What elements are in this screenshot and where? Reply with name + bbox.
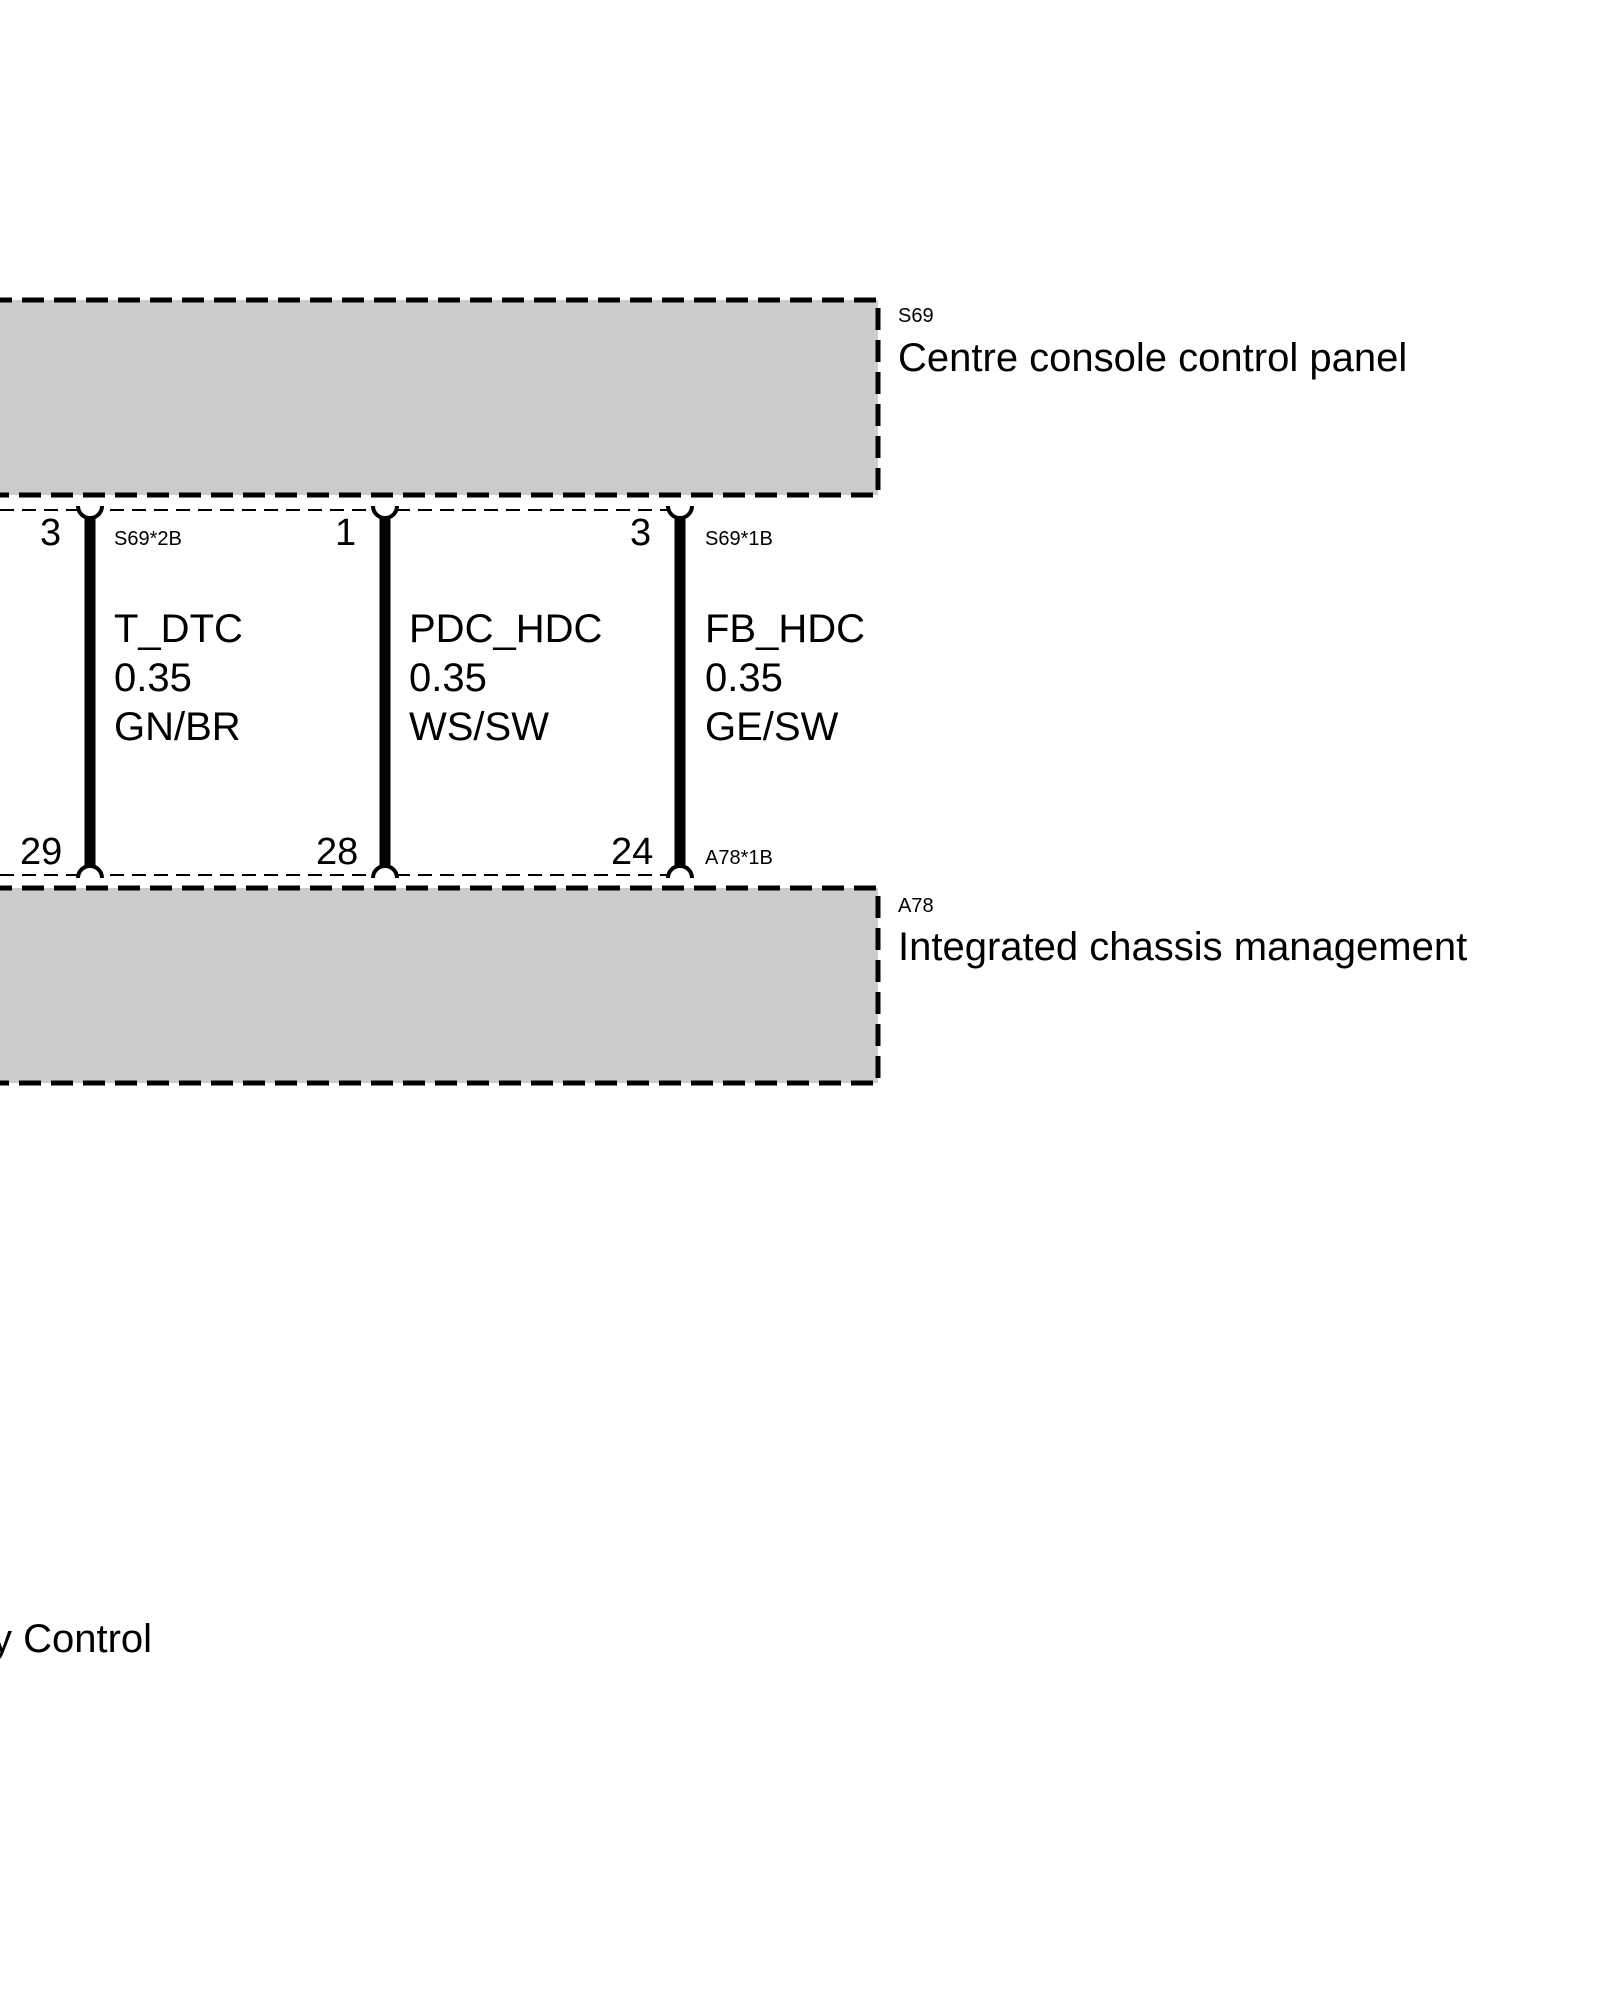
connector-s69-1b-label: S69*1B (705, 528, 773, 550)
component-s69-name: Centre console control panel (898, 336, 1407, 380)
wire-color-code: WS/SW (409, 705, 549, 749)
pin-top-number: 3 (630, 512, 651, 554)
component-a78-name: Integrated chassis management (898, 925, 1467, 969)
pin-top-number: 3 (40, 512, 61, 554)
pin-bottom-number: 29 (20, 831, 62, 873)
wire-fb-hdc: 3 24 FB_HDC 0.35 GE/SW (611, 505, 865, 879)
terminal-top-icon (666, 505, 694, 520)
diagram-title-partial: y Control (0, 1617, 152, 1661)
component-s69-box (0, 297, 881, 498)
terminal-bottom-icon (666, 864, 694, 879)
wire-signal-name: T_DTC (114, 607, 243, 651)
wire-t-dtc: 3 29 T_DTC 0.35 GN/BR (20, 505, 243, 879)
wire-gauge: 0.35 (409, 656, 487, 700)
component-a78: A78 Integrated chassis management (0, 885, 1467, 1086)
wire-signal-name: PDC_HDC (409, 607, 602, 651)
component-a78-box (0, 885, 881, 1086)
wire-pdc-hdc: 1 28 PDC_HDC 0.35 WS/SW (316, 505, 602, 879)
connector-a78-1b-label: A78*1B (705, 847, 773, 869)
wire-gauge: 0.35 (114, 656, 192, 700)
wire-gauge: 0.35 (705, 656, 783, 700)
component-s69: S69 Centre console control panel (0, 297, 1407, 498)
terminal-top-icon (76, 505, 104, 520)
pin-bottom-number: 24 (611, 831, 653, 873)
component-a78-id: A78 (898, 895, 934, 917)
connector-s69-2b-label: S69*2B (114, 528, 182, 550)
terminal-bottom-icon (76, 864, 104, 879)
component-s69-id: S69 (898, 305, 934, 327)
terminal-top-icon (371, 505, 399, 520)
pin-top-number: 1 (335, 512, 356, 554)
wire-color-code: GN/BR (114, 705, 241, 749)
wire-signal-name: FB_HDC (705, 607, 865, 651)
terminal-bottom-icon (371, 864, 399, 879)
pin-bottom-number: 28 (316, 831, 358, 873)
wire-color-code: GE/SW (705, 705, 839, 749)
